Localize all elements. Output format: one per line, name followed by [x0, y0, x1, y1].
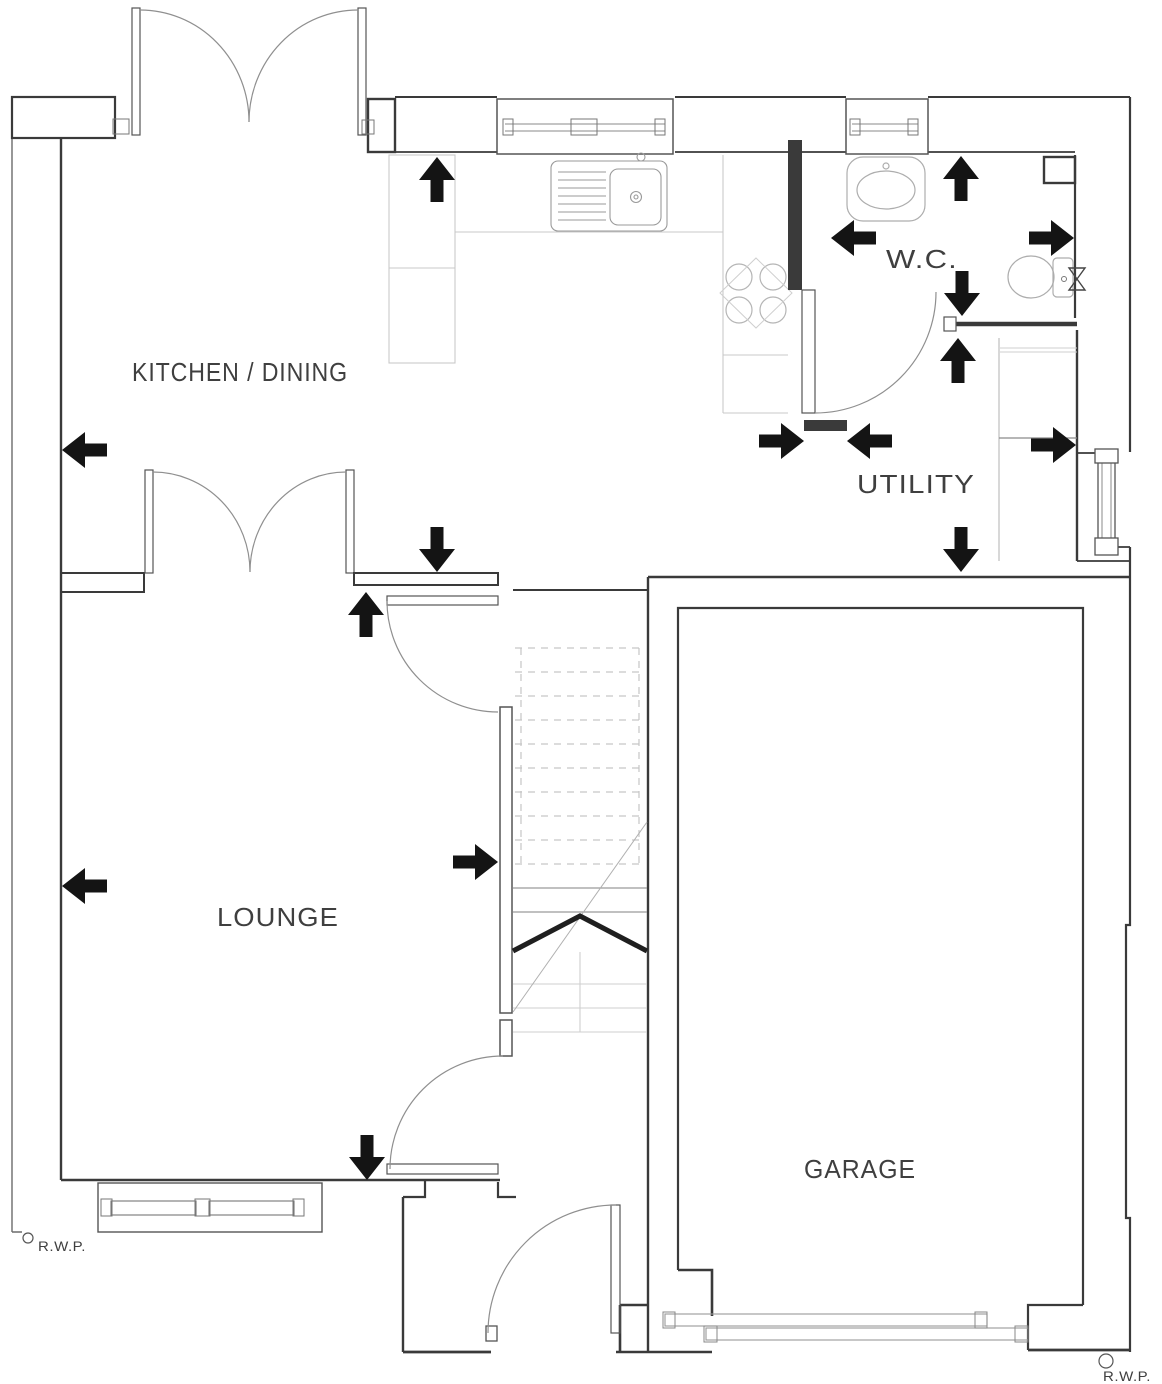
room-label-kitchen-dining: KITCHEN / DINING [132, 357, 348, 387]
stair-wall-arrow [453, 844, 498, 880]
lounge-bottom-wall [61, 1178, 516, 1199]
interior-french-doors [60, 469, 499, 593]
lounge-door [386, 1055, 504, 1175]
kitchen-hall-arrow [419, 527, 455, 572]
porch [401, 1197, 712, 1354]
room-label-lounge: LOUNGE [217, 902, 339, 932]
rwp-right-marker [1098, 1353, 1114, 1369]
stair-break-chevron [511, 913, 649, 954]
kitchen-window-arrow [419, 157, 455, 202]
extractor-fan-icon [1061, 267, 1087, 291]
kitchen-counters [388, 154, 788, 414]
utility-side-door-arrow [1031, 427, 1076, 463]
room-label-wc: W.C. [886, 244, 958, 274]
annotation-labels: R.W.P. R.W.P. [38, 1238, 1151, 1384]
wc-window-arrow [943, 156, 979, 201]
lounge-left-wall-arrow [62, 868, 107, 904]
utility-bottom-arrow [943, 527, 979, 572]
hall-up-arrow [348, 592, 384, 637]
annotation-label-rwp-right: R.W.P. [1103, 1368, 1151, 1384]
garage-door [662, 1311, 1029, 1343]
lounge-window [97, 1182, 323, 1233]
kitchen-window [496, 98, 674, 155]
kitchen-left-wall-arrow [62, 432, 107, 468]
wc-bottom-arrow [944, 271, 980, 316]
direction-arrows [62, 156, 1076, 1180]
entry-french-doors [112, 7, 375, 136]
wc-window [845, 98, 929, 155]
room-label-garage: GARAGE [804, 1154, 916, 1184]
rwp-left-marker [22, 1232, 34, 1244]
kitchen-utility-arrow-a [759, 423, 804, 459]
utility-side-door [1094, 448, 1119, 556]
garage-outline [676, 606, 1131, 1352]
exterior-walls [10, 95, 1132, 1352]
lounge-door-arrow [349, 1135, 385, 1180]
wc-left-arrow [831, 220, 876, 256]
stair-walls [499, 589, 648, 1057]
wc-toilet [1007, 255, 1074, 299]
kitchen-hob [719, 257, 793, 329]
wc-right-arrow [1029, 220, 1074, 256]
utility-wc-door-arrow [940, 338, 976, 383]
hall-door [386, 595, 499, 713]
gutter-line [11, 97, 22, 1233]
kitchen-utility-arrow-b [847, 423, 892, 459]
kitchen-sink [550, 152, 668, 232]
room-labels: KITCHEN / DINING W.C. UTILITY LOUNGE GARAGE [132, 244, 975, 1184]
annotation-label-rwp-left: R.W.P. [38, 1238, 86, 1254]
room-label-utility: UTILITY [857, 469, 975, 499]
wc-walls [788, 140, 1077, 431]
stairs [511, 647, 649, 1033]
front-door [487, 1204, 621, 1334]
wc-basin [846, 156, 926, 222]
